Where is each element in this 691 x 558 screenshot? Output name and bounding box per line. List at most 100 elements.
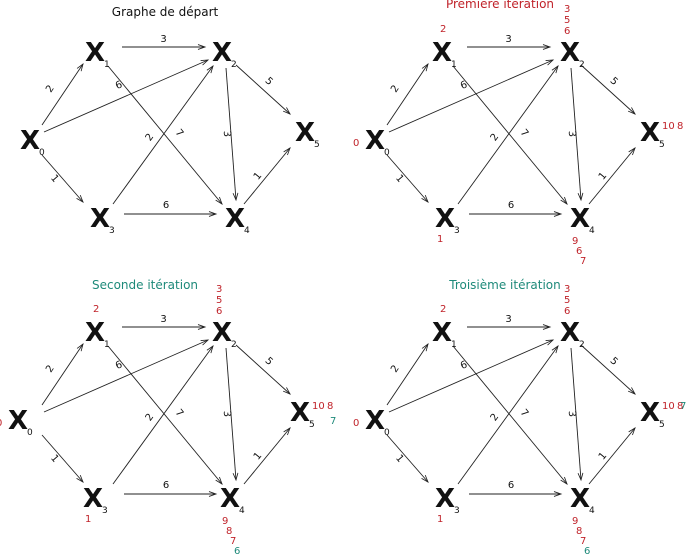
distance-label: 3: [216, 284, 222, 295]
edge-x2-x5: [235, 344, 291, 395]
distance-label: 2: [440, 24, 446, 35]
panel-title: Graphe de départ: [112, 5, 219, 19]
node-x5: X5: [640, 118, 665, 150]
edge-x1-x4: [107, 65, 223, 205]
distance-label: 5: [216, 295, 222, 306]
node-subscript: 3: [102, 506, 108, 516]
panel-title: Première itération: [446, 0, 554, 11]
node-subscript: 5: [659, 140, 665, 150]
edge-weight: 6: [163, 480, 169, 491]
edge-x3-x2: [457, 64, 559, 205]
node-x5: X5: [640, 398, 665, 430]
node-x5: X5: [295, 118, 320, 150]
edge-weight: 6: [508, 480, 514, 491]
edge-x2-x4: [570, 67, 584, 202]
node-x3: X3: [90, 204, 115, 236]
distance-label: 7: [680, 401, 686, 412]
node-letter: X: [560, 38, 580, 68]
edge-x0-x1: [386, 62, 429, 126]
edge-weight: 1: [597, 170, 610, 182]
edge-x1-x4: [107, 345, 223, 485]
node-x4: X4: [570, 484, 595, 516]
edge-x2-x5: [580, 64, 636, 115]
edge-x2-x4: [225, 67, 239, 202]
distance-label: 8: [576, 526, 582, 537]
node-subscript: 1: [104, 340, 110, 350]
node-letter: X: [432, 318, 452, 348]
node-letter: X: [212, 38, 232, 68]
node-x0: X0: [8, 406, 33, 438]
node-letter: X: [365, 406, 385, 436]
edge-weight: 6: [508, 200, 514, 211]
edge-x0-x3: [41, 154, 84, 203]
node-subscript: 1: [104, 60, 110, 70]
node-subscript: 2: [579, 340, 585, 350]
node-letter: X: [640, 118, 660, 148]
node-letter: X: [85, 38, 105, 68]
node-letter: X: [83, 484, 103, 514]
panel-title: Seconde itération: [92, 278, 198, 292]
node-subscript: 4: [589, 226, 595, 236]
distance-label: 6: [216, 306, 222, 317]
node-x0: X0: [365, 406, 390, 438]
distance-label: 6: [584, 546, 590, 557]
node-subscript: 3: [109, 226, 115, 236]
node-x0: X0: [365, 126, 390, 158]
node-subscript: 1: [451, 340, 457, 350]
node-subscript: 5: [659, 420, 665, 430]
node-x1: X1: [85, 318, 110, 350]
edge-weight: 7: [173, 407, 186, 419]
distance-label: 9: [222, 516, 228, 527]
edge-x4-x5: [588, 427, 636, 485]
node-subscript: 1: [451, 60, 457, 70]
distance-label: 6: [564, 26, 570, 37]
node-x3: X3: [435, 204, 460, 236]
edge-weight: 1: [252, 170, 265, 182]
node-letter: X: [435, 484, 455, 514]
node-letter: X: [85, 318, 105, 348]
node-letter: X: [640, 398, 660, 428]
node-letter: X: [365, 126, 385, 156]
distance-label: 8: [327, 401, 333, 412]
panel-title: Troisième itération: [448, 278, 560, 292]
node-subscript: 4: [244, 226, 250, 236]
distance-label: 10: [662, 121, 675, 132]
distance-label: 6: [576, 246, 582, 257]
node-subscript: 0: [27, 428, 33, 438]
node-letter: X: [220, 484, 240, 514]
edge-x2-x5: [235, 64, 291, 115]
node-subscript: 0: [39, 148, 45, 158]
edge-weight: 3: [160, 34, 166, 45]
node-letter: X: [295, 118, 315, 148]
edge-weight: 7: [518, 127, 531, 139]
distance-label: 1: [85, 514, 91, 525]
edge-weight: 6: [459, 359, 469, 372]
edge-weight: 7: [518, 407, 531, 419]
distance-label: 9: [572, 516, 578, 527]
edge-weight: 2: [144, 412, 157, 424]
node-letter: X: [560, 318, 580, 348]
distance-label: 0: [0, 418, 2, 429]
distance-label: 0: [353, 418, 359, 429]
distance-label: 3: [564, 4, 570, 15]
edge-weight: 7: [173, 127, 186, 139]
node-x0: X0: [20, 126, 45, 158]
distance-label: 6: [564, 306, 570, 317]
edge-weight: 3: [505, 314, 511, 325]
node-letter: X: [20, 126, 40, 156]
edge-weight: 2: [389, 363, 402, 374]
node-x2: X2: [212, 38, 237, 70]
distance-label: 6: [234, 546, 240, 557]
distance-label: 1: [437, 514, 443, 525]
graph-panel-3: Seconde itération2613726351X0X1X2X3X4X50…: [0, 278, 336, 557]
edge-x1-x4: [452, 65, 568, 205]
edge-x2-x4: [225, 347, 239, 482]
node-subscript: 0: [384, 148, 390, 158]
edge-weight: 6: [114, 79, 124, 92]
edge-weight: 1: [48, 453, 60, 465]
distance-label: 7: [580, 536, 586, 547]
edge-weight: 3: [160, 314, 166, 325]
